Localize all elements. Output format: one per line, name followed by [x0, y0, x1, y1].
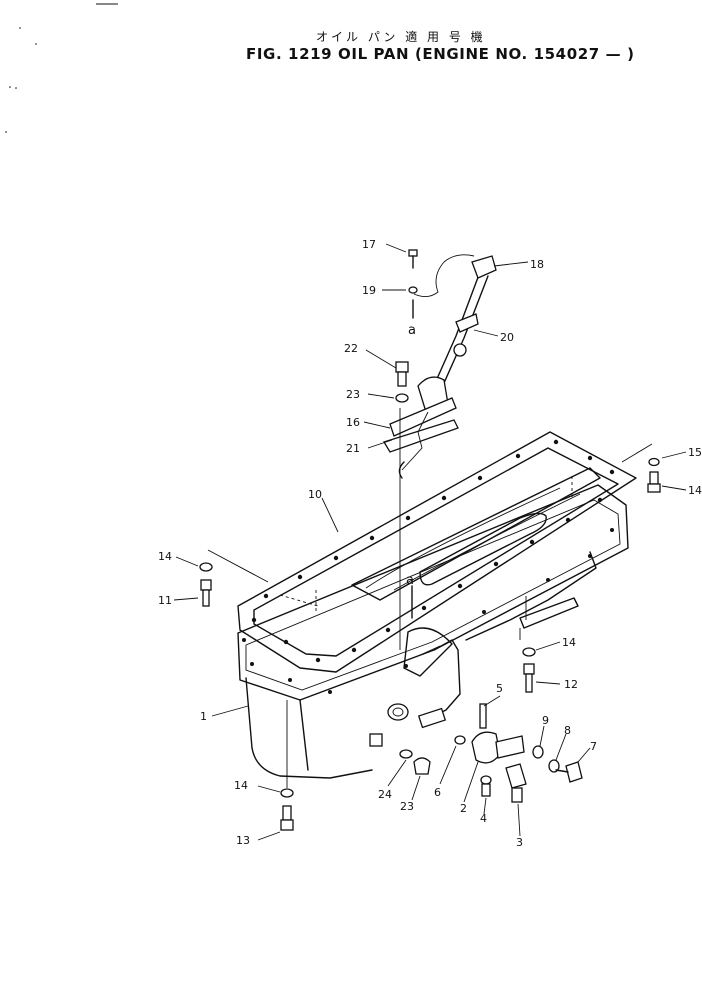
callout-26: 24 — [378, 788, 392, 801]
figure-title: FIG. 1219 OIL PAN (ENGINE NO. 154027 — ) — [246, 45, 635, 63]
bolt-13 — [280, 805, 294, 831]
callout-20: 19 — [362, 284, 376, 297]
callout-15: 14 — [688, 484, 702, 497]
oil-pan-gasket — [237, 431, 637, 673]
washer-20 — [408, 286, 418, 294]
scan-specks — [5, 3, 118, 133]
ref-a-top: a — [408, 323, 416, 338]
washer-14-right — [522, 647, 536, 657]
callout-11: 11 — [158, 594, 172, 607]
callout-12: 12 — [564, 678, 578, 691]
callout-leaders — [173, 243, 687, 841]
callout-1: 1 — [200, 710, 207, 723]
callout-13: 13 — [236, 834, 250, 847]
ref-a-middle: a — [406, 573, 414, 588]
callout-3: 3 — [516, 836, 523, 849]
bolt-12 — [523, 663, 535, 693]
callout-9: 9 — [542, 714, 549, 727]
callout-10: 10 — [308, 488, 322, 501]
pan-flange-holes — [242, 528, 614, 694]
callout-14-right: 14 — [562, 636, 576, 649]
suction-pipe — [519, 596, 579, 640]
callout-2: 2 — [460, 802, 467, 815]
washer-14-left — [199, 562, 213, 572]
callout-23: 22 — [344, 342, 358, 355]
callout-4: 4 — [480, 812, 487, 825]
bolt-15 — [647, 471, 661, 493]
figure-title-japanese: オイル パン 適 用 号 機 — [316, 30, 486, 44]
bolt-23 — [395, 361, 409, 387]
callout-5: 5 — [496, 682, 503, 695]
callout-21: 20 — [500, 331, 514, 344]
long-rod-line — [399, 408, 413, 650]
callout-24: 23 — [346, 388, 360, 401]
callout-14-left: 14 — [158, 550, 172, 563]
callout-7: 7 — [590, 740, 597, 753]
callout-numbers: 17 18 19 20 22 23 16 21 15 14 10 14 11 1… — [158, 238, 702, 849]
bolt-19 — [408, 249, 418, 269]
bolt-11 — [200, 579, 212, 607]
washer-16 — [648, 457, 660, 467]
dipstick-guide-assembly — [383, 254, 497, 479]
callout-8: 8 — [564, 724, 571, 737]
callout-16: 15 — [688, 446, 702, 459]
callout-6: 6 — [434, 786, 441, 799]
callout-19: 17 — [362, 238, 376, 251]
callout-14-bottom: 14 — [234, 779, 248, 792]
washer-24 — [395, 393, 409, 403]
washer-14-bottom — [280, 700, 294, 798]
callout-22: 21 — [346, 442, 360, 455]
callout-18: 18 — [530, 258, 544, 271]
callout-25: 23 — [400, 800, 414, 813]
callout-17: 16 — [346, 416, 360, 429]
drain-valve-assembly — [369, 703, 583, 803]
